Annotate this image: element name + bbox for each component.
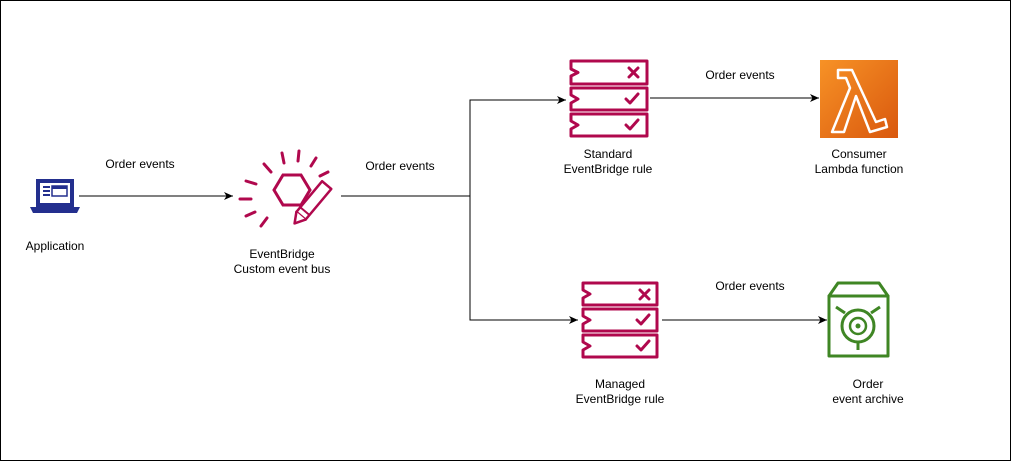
edge-label-managed-to-archive: Order events [715,279,785,293]
standard-rule-label-line2: EventBridge rule [563,162,653,176]
node-label-standard-rule: Standard EventBridge rule [548,147,668,177]
consumer-label-line2: Lambda function [814,162,904,176]
consumer-label-line1: Consumer [831,147,887,161]
archive-label-line1: Order [852,377,884,391]
node-label-managed-rule: Managed EventBridge rule [560,377,680,407]
edge-label-bus-to-rules: Order events [365,159,435,173]
node-label-archive: Order event archive [808,377,928,407]
archive-icon [827,281,890,358]
event-bus-label-line2: Custom event bus [233,262,331,276]
node-label-application: Application [5,239,105,254]
archive-label-line2: event archive [832,392,904,406]
lambda-icon [820,60,898,138]
eventbridge-rule-icon [569,59,649,138]
edge-bus-to-managed-rule [469,196,578,324]
edge-label-app-to-bus: Order events [105,157,175,171]
managed-rule-label-line1: Managed [594,377,646,391]
eventbridge-custom-bus-icon [238,149,333,228]
node-label-consumer: Consumer Lambda function [799,147,919,177]
event-bus-label-line1: EventBridge [249,247,315,261]
laptop-icon [30,179,80,213]
application-label: Application [25,239,85,253]
managed-rule-label-line2: EventBridge rule [575,392,665,406]
standard-rule-label-line1: Standard [583,147,633,161]
eventbridge-rule-icon [581,281,659,359]
edge-label-standard-to-consumer: Order events [705,68,775,82]
node-label-event-bus: EventBridge Custom event bus [222,247,342,277]
edge-bus-to-standard-rule [341,96,566,197]
